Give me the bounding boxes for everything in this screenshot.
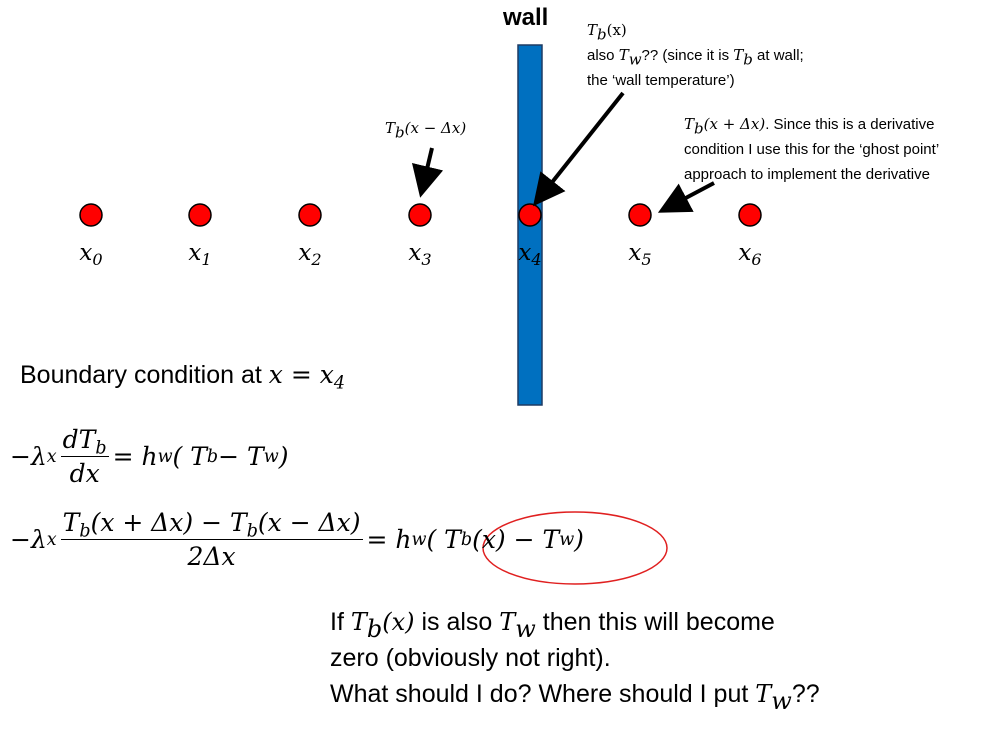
annotation-left-point: Tb(x − Δx): [385, 119, 467, 142]
grid-label-5: x5: [628, 240, 652, 269]
grid-label-4: x4: [518, 240, 542, 269]
boundary-condition-heading: Boundary condition at x = x4: [20, 360, 345, 394]
arrow-ghost-point: [657, 181, 715, 213]
grid-label-3: x3: [408, 240, 432, 269]
annotation-wall-point: Tb(x) also Tw?? (since it is Tb at wall;…: [587, 21, 804, 89]
grid-point-2: [298, 203, 322, 227]
grid-point-6: [738, 203, 762, 227]
question-text: If Tb(x) is also Tw then this will becom…: [330, 608, 820, 716]
highlight-ellipse: [482, 511, 668, 585]
grid-label-6: x6: [738, 240, 762, 269]
grid-point-3: [408, 203, 432, 227]
arrow-left-point: [411, 147, 444, 198]
arrow-wall-point: [533, 91, 625, 207]
wall-label: wall: [503, 4, 549, 31]
grid-point-5: [628, 203, 652, 227]
grid-label-0: x0: [79, 240, 103, 269]
grid-label-1: x1: [188, 240, 212, 269]
annotation-ghost-point: Tb(x + Δx). Since this is a derivative c…: [684, 115, 940, 183]
grid-point-0: [79, 203, 103, 227]
grid-label-2: x2: [298, 240, 322, 269]
grid-point-1: [188, 203, 212, 227]
grid-point-4: [518, 203, 542, 227]
